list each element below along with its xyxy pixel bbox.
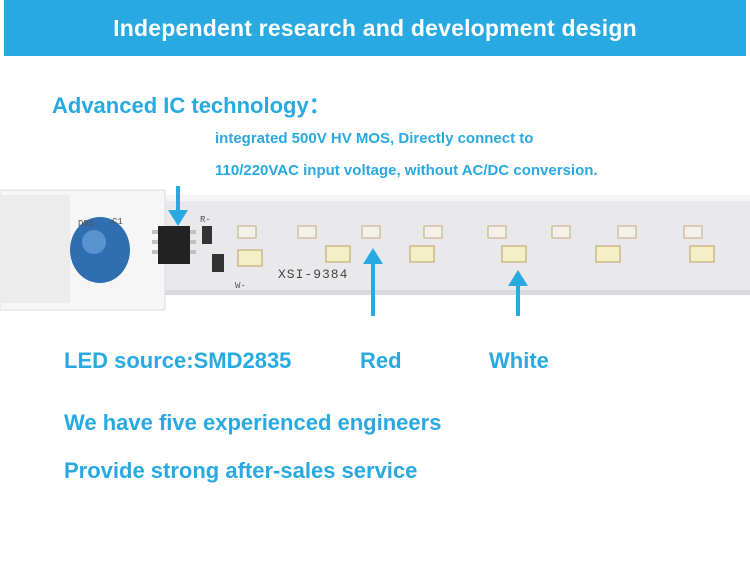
board-label-db1: DB1 — [78, 219, 94, 229]
red-led — [423, 225, 443, 239]
red-led — [297, 225, 317, 239]
red-led-row — [237, 225, 703, 239]
white-led — [237, 249, 263, 267]
arrow-to-red-led-icon — [363, 248, 383, 316]
red-led — [617, 225, 637, 239]
led-source-label: LED source:SMD2835 — [64, 348, 292, 373]
red-led — [551, 225, 571, 239]
arrow-to-ic-icon — [168, 186, 188, 226]
ic-description-line1: integrated 500V HV MOS, Directly connect… — [215, 130, 534, 147]
red-led — [237, 225, 257, 239]
ic-description-line2: 110/220VAC input voltage, without AC/DC … — [215, 162, 598, 179]
resistor — [202, 226, 212, 244]
board-label-r-minus: R- — [200, 215, 211, 225]
red-led — [487, 225, 507, 239]
white-led — [595, 245, 621, 263]
resistor — [212, 254, 224, 272]
white-led — [501, 245, 527, 263]
red-led — [683, 225, 703, 239]
banner-title: Independent research and development des… — [113, 14, 637, 41]
ic-chip — [158, 226, 190, 264]
ic-heading: Advanced IC technology： — [52, 93, 331, 118]
white-led — [409, 245, 435, 263]
white-led — [689, 245, 715, 263]
white-led — [325, 245, 351, 263]
white-led-label: White — [489, 348, 549, 373]
feature-after-sales: Provide strong after-sales service — [64, 458, 418, 483]
header-banner: Independent research and development des… — [4, 0, 746, 56]
red-led-label: Red — [360, 348, 402, 373]
feature-engineers: We have five experienced engineers — [64, 410, 442, 435]
part-number: XSI-9384 — [278, 267, 348, 282]
board-label-c1: C1 — [112, 217, 123, 227]
pcb-board — [120, 195, 750, 295]
led-strip-photo: DB1 C1 R- W- XSI-9384 — [0, 186, 750, 316]
arrow-to-white-led-icon — [508, 270, 528, 316]
white-led-row — [237, 245, 715, 267]
red-led — [361, 225, 381, 239]
board-label-w-minus: W- — [235, 281, 246, 291]
